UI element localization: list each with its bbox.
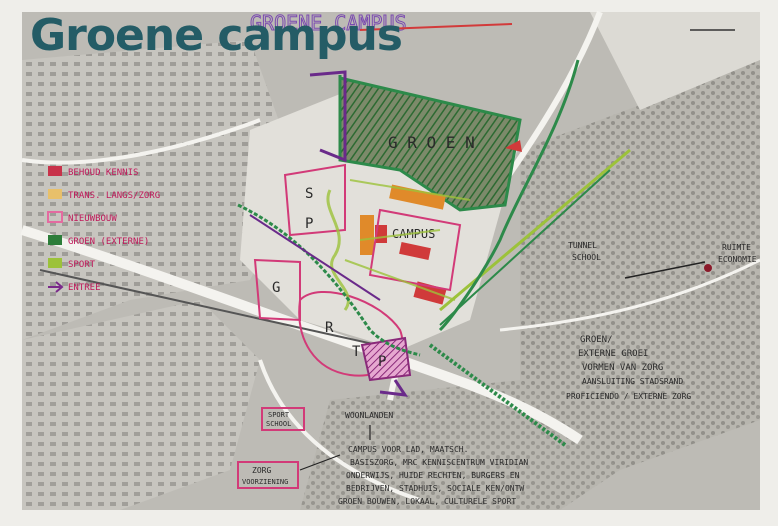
campus-pink-block: [368, 208, 462, 292]
bottom-annotation-block: CAMPUS VOOR LAD, MAATSCH. BASISZORG, MRC…: [338, 445, 528, 506]
legend-swatch-lime: [48, 258, 62, 268]
sketch-heading: GROENE CAMPUS: [250, 11, 407, 35]
pink-building-sp: [283, 163, 346, 237]
legend-swatch-green: [48, 235, 62, 245]
ruimte-label-line1: RUIMTE: [722, 243, 751, 252]
residential-area-west: [22, 40, 300, 340]
road-east: [499, 258, 761, 332]
zorg-line1: ZORG: [252, 466, 271, 475]
lime-sport-scribble-1: [326, 189, 350, 311]
purple-entry-arrow-south: [379, 379, 409, 397]
orange-building-1: [389, 184, 446, 210]
right-annotation-line: GROEN/: [580, 335, 613, 345]
purple-entry-arrow-north: [309, 70, 347, 163]
right-annotation-line: PROFICIENDO / EXTERNE ZORG: [566, 392, 691, 401]
zorg-box: [237, 461, 299, 489]
legend-item-label: TRANS. LANGS/ZORG: [68, 191, 160, 201]
bottom-annotation-line: GROEN BOUWEN, LOKAAL, CULTURELE SPORT: [338, 497, 516, 506]
economy-marker: [704, 264, 712, 272]
zone-letter-p: P: [305, 216, 313, 232]
legend-swatch-yellow: [48, 189, 62, 199]
sport-school-line2: SCHOOL: [266, 420, 291, 428]
zone-letter-r: R: [325, 320, 334, 336]
zone-letter-s: S: [305, 186, 313, 202]
zorg-line2: VOORZIENING: [242, 478, 288, 486]
south-pointer: [299, 425, 371, 471]
forest-area-east: [520, 60, 760, 470]
tunnel-label-line2: SCHOOL: [572, 253, 601, 262]
legend-item-label: ENTREE: [68, 283, 101, 293]
road-west: [21, 118, 261, 165]
green-axis-long: [428, 343, 567, 447]
right-annotation-line: EXTERNE GROEI: [578, 349, 648, 359]
ruimte-label-line2: ECONOMIE: [718, 255, 757, 264]
sport-school-box: [261, 407, 305, 431]
red-building-1: [399, 242, 431, 260]
right-annotation-line: AANSLUITING STADSRAND: [582, 377, 683, 386]
zone-letter-t: T: [352, 344, 361, 360]
open-field-northeast: [590, 12, 760, 110]
legend-swatch-purple-arrow: [48, 281, 64, 293]
sport-school-line1: SPORT: [268, 411, 290, 419]
bottom-annotation-line: CAMPUS VOOR LAD, MAATSCH.: [348, 445, 468, 454]
legend-item-label: NIEUWBOUW: [68, 214, 117, 224]
map-legend: BEHOUD KENNIS TRANS. LANGS/ZORG NIEUWBOU…: [47, 166, 160, 293]
lime-axis-line: [439, 148, 631, 312]
purple-road-line: [249, 214, 381, 301]
legend-item-label: BEHOUD KENNIS: [68, 168, 138, 178]
bottom-annotation-line: BEDRIJVEN, STADHUIS, SOCIALE KEN/ONTW: [346, 484, 524, 493]
east-west-arrow: [624, 261, 706, 279]
orange-building-2: [360, 215, 374, 255]
legend-item-label: SPORT: [68, 260, 96, 270]
woonlanden-label: WOONLANDEN: [345, 411, 393, 420]
railway-line: [39, 269, 401, 351]
green-axis-ne: [439, 169, 611, 326]
legend-item-label: GROEN (EXTERNE): [68, 237, 149, 247]
tunnel-label-line1: TUNNEL: [568, 241, 597, 250]
sketch-heading-underline: [359, 23, 513, 31]
legend-swatch-pink: [47, 211, 63, 223]
entrance-zone-label: P: [378, 354, 386, 370]
zone-letter-g: G: [272, 280, 280, 296]
red-arrow-marker: [505, 140, 522, 152]
green-zone-label: G R O E N: [388, 133, 475, 152]
right-annotation-block: GROEN/ EXTERNE GROEI VORMEN VAN ZORG AAN…: [566, 335, 691, 401]
lime-sport-scribble-2: [344, 179, 471, 301]
residential-area-southwest: [22, 300, 260, 510]
green-boundary-west: [237, 203, 421, 357]
road-south: [258, 359, 421, 502]
bottom-annotation-line: ONDERWIJS, HUIDE RECHTEN, BURGERS EN: [346, 471, 520, 480]
legend-swatch-red: [48, 166, 62, 176]
bottom-annotation-line: BASISZORG, MRC KENNISCENTRUM VIRIDIAN: [350, 458, 528, 467]
right-annotation-line: VORMEN VAN ZORG: [582, 363, 663, 373]
page-title: Groene campus: [30, 10, 403, 61]
